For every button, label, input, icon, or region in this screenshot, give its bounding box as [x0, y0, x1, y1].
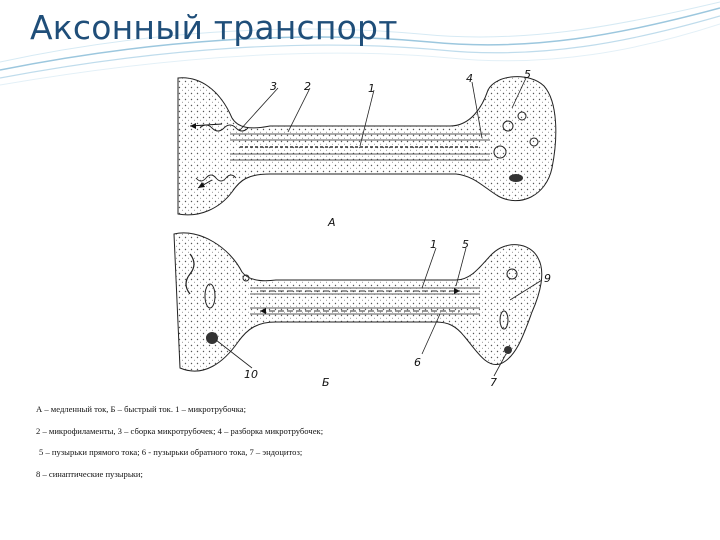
panel-a-label-2: 2	[304, 80, 311, 93]
header-wave-decoration	[0, 1, 720, 86]
panel-a-label-5: 5	[524, 68, 531, 81]
panel-a-label-1: 1	[368, 82, 375, 95]
axonal-transport-diagram: 3 2 1 4 5 А 1 5 9 10 6 7 Б	[173, 68, 557, 389]
caption-line-2: 2 – микрофиламенты, 3 – сборка микротруб…	[36, 425, 324, 436]
caption-line-1: А – медленный ток, Б – быстрый ток. 1 – …	[36, 404, 246, 414]
panel-a-letter: А	[327, 216, 336, 229]
panel-b-label-9: 9	[544, 272, 551, 285]
panel-a-neuron	[177, 76, 557, 216]
panel-b-label-1: 1	[430, 238, 437, 251]
figure-caption: А – медленный ток, Б – быстрый ток. 1 – …	[36, 403, 696, 489]
panel-a-label-4: 4	[466, 72, 473, 85]
caption-line-3: 5 – пузырьки прямого тока; 6 - пузырьки …	[39, 447, 303, 457]
panel-b-label-10: 10	[244, 368, 258, 381]
panel-b-label-7: 7	[490, 376, 497, 389]
slide-title: Аксонный транспорт	[30, 8, 398, 47]
panel-b-label-5: 5	[462, 238, 469, 251]
panel-b-label-6: 6	[414, 356, 421, 369]
caption-line-4: 8 – синаптические пузырьки;	[36, 468, 143, 479]
panel-b-letter: Б	[322, 376, 330, 389]
panel-b-neuron	[173, 232, 543, 377]
panel-a-label-3: 3	[270, 80, 277, 93]
